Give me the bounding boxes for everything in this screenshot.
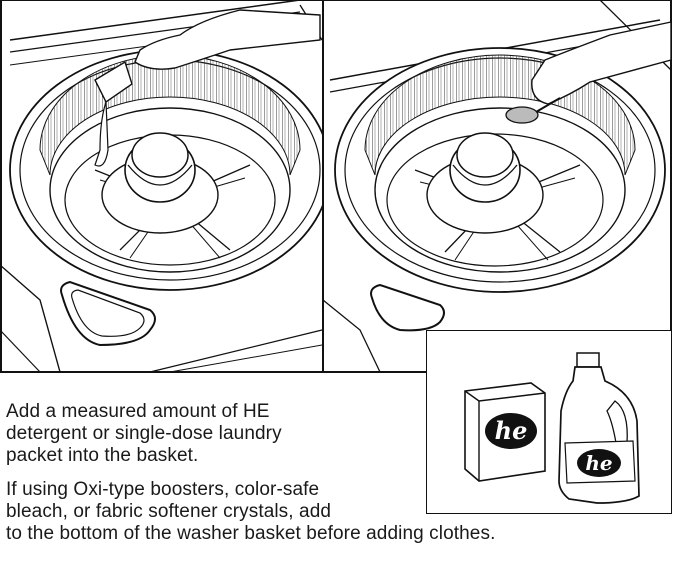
he-products-drawing: he he <box>464 352 640 504</box>
instruction-line-3: packet into the basket. <box>6 445 199 466</box>
instruction-line-2: detergent or single-dose laundry <box>6 423 282 444</box>
box-he-logo: he <box>495 416 528 445</box>
instruction-line-1: Add a measured amount of HE <box>6 401 270 422</box>
instruction-line-5: bleach, or fabric softener crystals, add <box>6 501 332 522</box>
left-panel <box>0 0 331 373</box>
he-bottle-icon: he <box>558 352 640 504</box>
washer-illustration <box>0 0 672 373</box>
bottle-he-logo: he <box>585 451 612 475</box>
he-detergent-inset: he he <box>426 330 672 514</box>
instruction-line-6: to the bottom of the washer basket befor… <box>6 523 496 544</box>
he-box-icon: he <box>464 382 546 482</box>
right-panel <box>322 0 672 373</box>
instruction-line-4: If using Oxi-type boosters, color-safe <box>6 479 320 500</box>
